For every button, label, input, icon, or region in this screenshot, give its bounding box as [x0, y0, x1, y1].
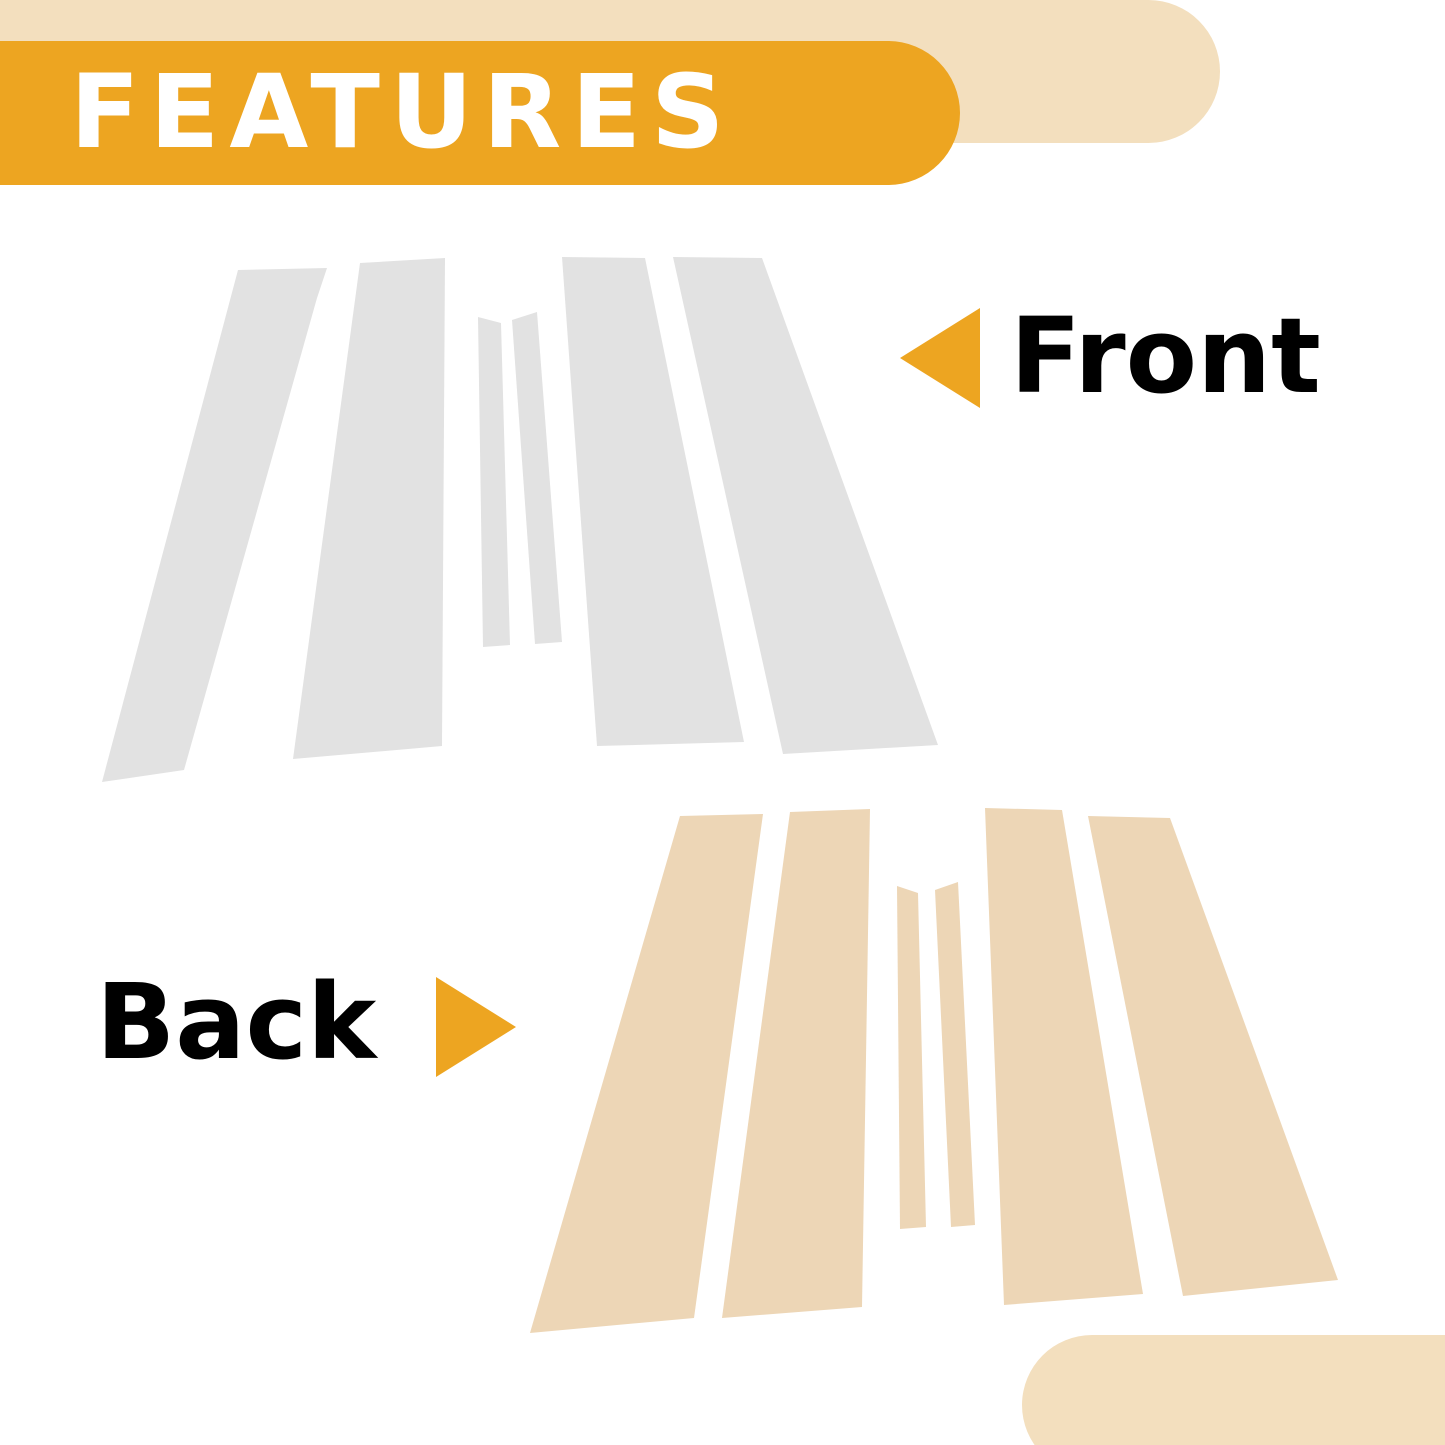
back-strip-4 — [935, 882, 975, 1227]
back-strip-6 — [1088, 816, 1338, 1296]
back-strip-5 — [985, 808, 1143, 1305]
triangle-right-icon — [436, 977, 516, 1077]
front-strip-5 — [562, 257, 744, 746]
title-banner — [0, 41, 960, 185]
front-strip-3 — [478, 317, 510, 647]
back-label: Back — [96, 961, 377, 1083]
front-label: Front — [1010, 295, 1321, 417]
bottom-decor-bar — [1022, 1335, 1445, 1445]
page-title: FEATURES — [70, 53, 735, 172]
front-strip-6 — [673, 257, 938, 754]
front-strip-2 — [293, 258, 445, 759]
back-strip-1 — [530, 814, 763, 1333]
triangle-left-icon — [900, 308, 980, 408]
back-strip-3 — [897, 886, 926, 1229]
front-strip-1 — [102, 268, 327, 782]
back-strip-2 — [722, 809, 870, 1318]
front-strip-4 — [512, 312, 562, 644]
